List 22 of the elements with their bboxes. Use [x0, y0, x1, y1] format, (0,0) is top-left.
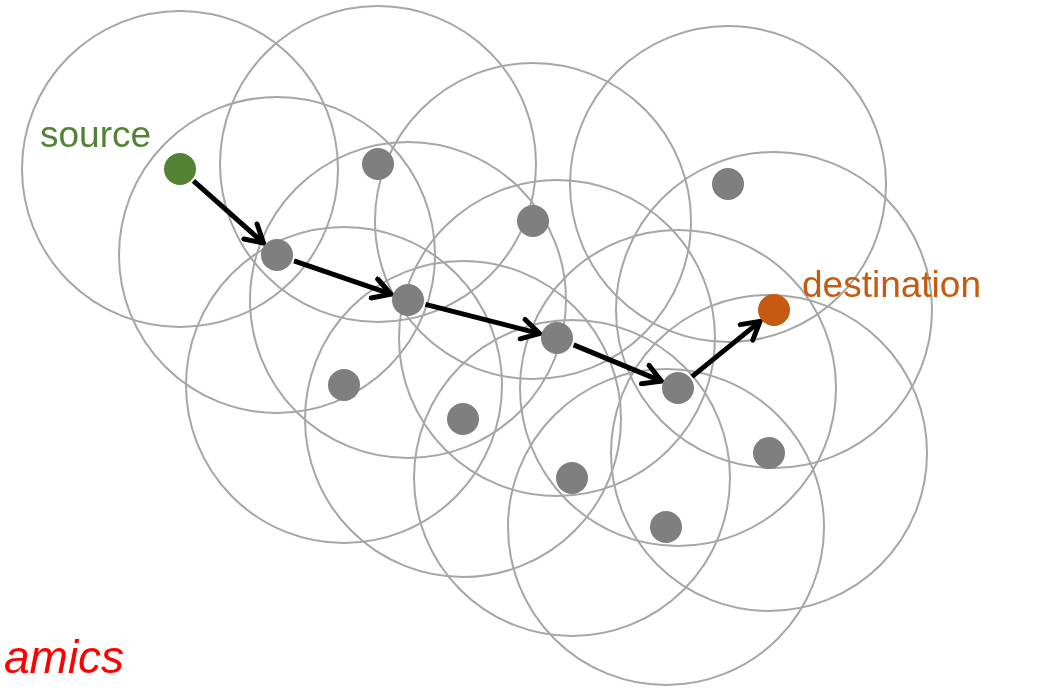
source-node-dot — [164, 153, 196, 185]
node-dot — [541, 322, 573, 354]
node-dot — [362, 148, 394, 180]
node-label: destination — [802, 265, 981, 305]
node-dot — [447, 403, 479, 435]
arrow — [690, 318, 763, 379]
destination-node-dot — [758, 294, 790, 326]
arrow — [191, 179, 267, 246]
node-dot — [662, 372, 694, 404]
node-dot — [261, 239, 293, 271]
node-dot — [328, 369, 360, 401]
node-dot — [392, 284, 424, 316]
node-dot — [517, 205, 549, 237]
arrow — [572, 342, 664, 387]
node-dot — [753, 437, 785, 469]
arrow — [293, 258, 394, 301]
node-dot — [556, 462, 588, 494]
note-text: amics — [4, 632, 125, 682]
node-dot — [650, 511, 682, 543]
node-label: source — [40, 115, 152, 155]
node-dot — [712, 168, 744, 200]
arrow — [424, 302, 543, 342]
